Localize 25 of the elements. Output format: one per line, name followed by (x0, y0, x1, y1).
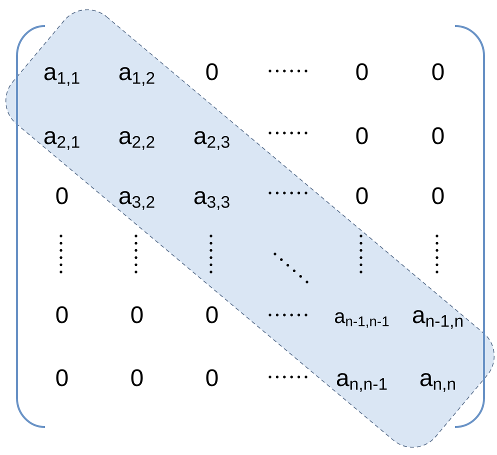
matrix-entry: 0 (56, 187, 68, 204)
matrix-entry: 0 (356, 63, 368, 80)
matrix-entry: 0 (432, 127, 444, 144)
matrix-entry: 0 (356, 187, 368, 204)
matrix-entry: a$_{n,n-1}$ (336, 373, 387, 392)
matrix-entry: a$_{2,3}$ (194, 131, 230, 150)
matrix-entry: a$_{n-1,n-1}$ (335, 312, 389, 328)
matrix-entry: 0 (206, 369, 218, 386)
matrix-entry: a$_{n-1,n}$ (412, 310, 462, 329)
matrix-entry: 0 (131, 369, 143, 386)
matrix-entry: a$_{n,n}$ (420, 373, 456, 392)
matrix-entry: a$_{3,3}$ (194, 191, 230, 210)
matrix-entry: 0 (356, 127, 368, 144)
matrix-entry: a$_{3,2}$ (119, 191, 154, 210)
matrix-entry: 0 (432, 63, 444, 80)
matrix-entry: 0 (206, 306, 218, 324)
matrix-entry: 0 (56, 306, 68, 324)
matrix-entry: 0 (131, 306, 143, 324)
matrix-entry: a$_{1,2}$ (119, 67, 154, 86)
matrix-entry: 0 (206, 63, 218, 80)
matrix-entry: 0 (56, 369, 68, 386)
matrix-entry: 0 (432, 187, 444, 204)
matrix-entry: a$_{1,1}$ (44, 67, 80, 86)
matrix-entry: a$_{2,1}$ (44, 131, 80, 150)
matrix-entry: a$_{2,2}$ (119, 131, 154, 150)
